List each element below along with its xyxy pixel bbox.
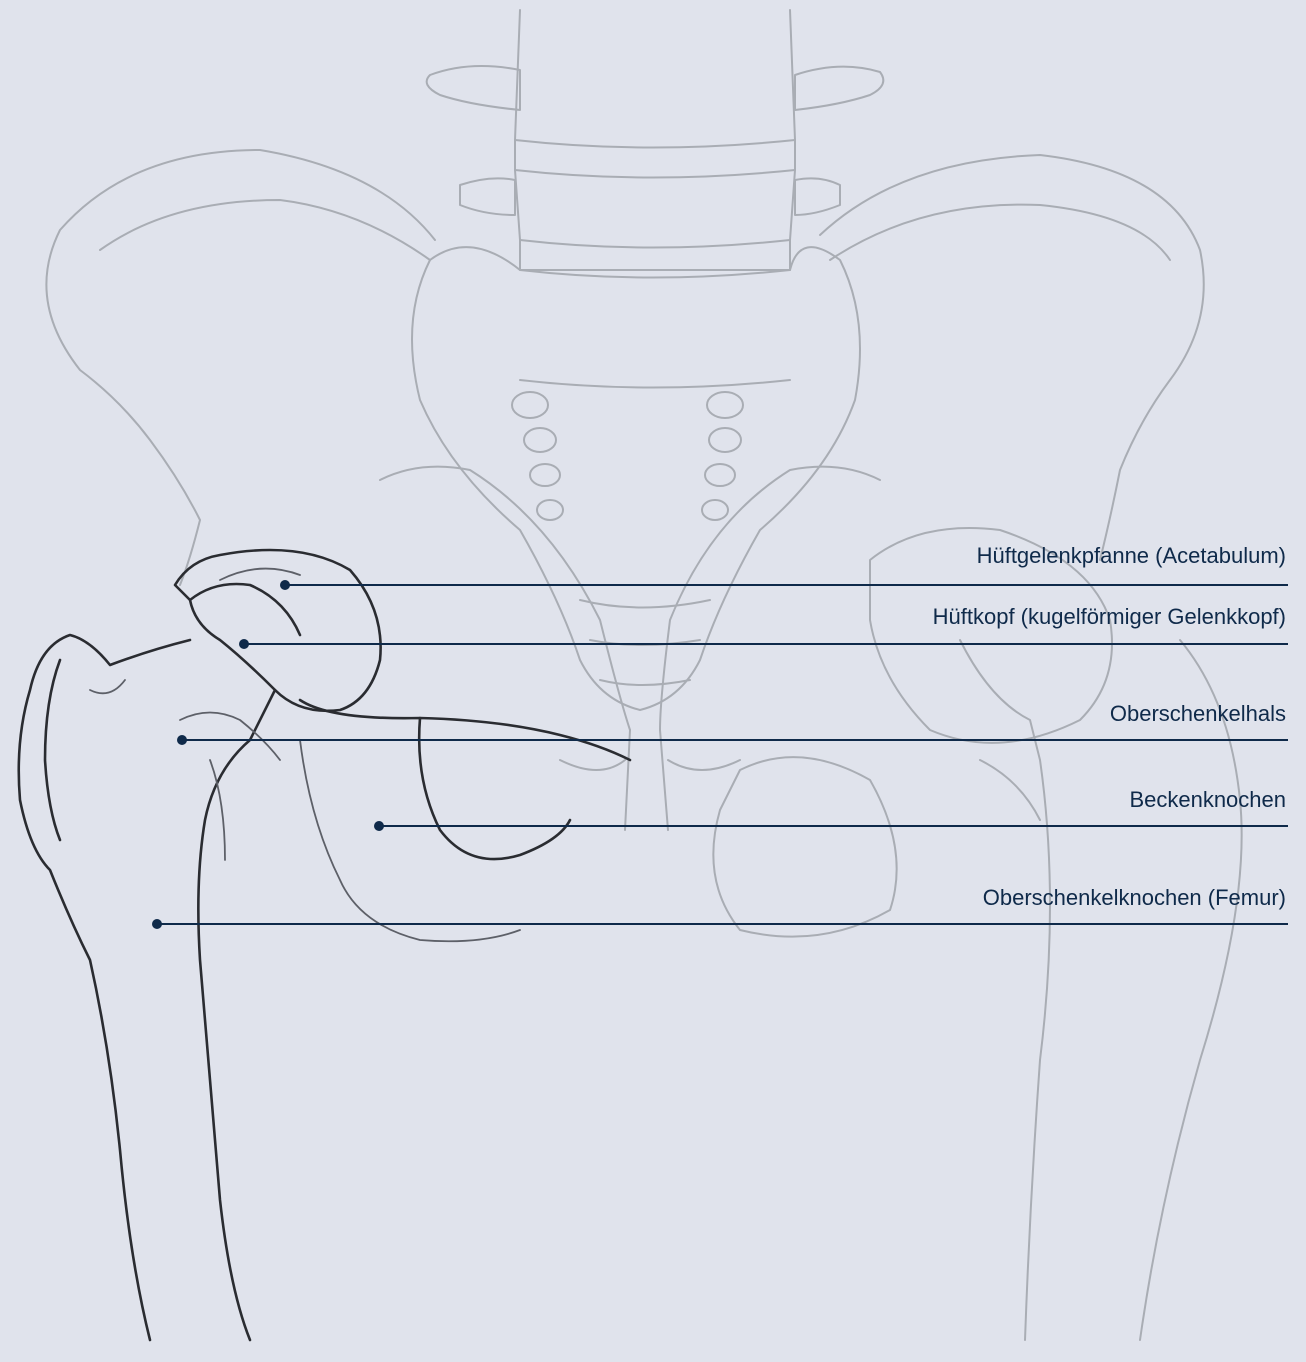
pointer-dot-femoral-head [239, 639, 249, 649]
pointer-dot-acetabulum [280, 580, 290, 590]
iliac-wings [46, 150, 1203, 585]
pointer-dot-femoral-neck [177, 735, 187, 745]
leader-line-acetabulum [285, 584, 1288, 586]
sacrum [412, 247, 860, 710]
label-femoral-head: Hüftkopf (kugelförmiger Gelenkkopf) [933, 604, 1286, 630]
leader-line-femoral-neck [182, 739, 1288, 741]
label-pelvic-bone: Beckenknochen [1129, 787, 1286, 813]
leader-line-femur [157, 923, 1288, 925]
label-acetabulum: Hüftgelenkpfanne (Acetabulum) [977, 543, 1286, 569]
label-femur: Oberschenkelknochen (Femur) [983, 885, 1286, 911]
pointer-dot-femur [152, 919, 162, 929]
leader-line-femoral-head [244, 643, 1288, 645]
pointer-dot-pelvic-bone [374, 821, 384, 831]
label-femoral-neck: Oberschenkelhals [1110, 701, 1286, 727]
lumbar-vertebrae [427, 10, 884, 278]
leader-line-pelvic-bone [379, 825, 1288, 827]
